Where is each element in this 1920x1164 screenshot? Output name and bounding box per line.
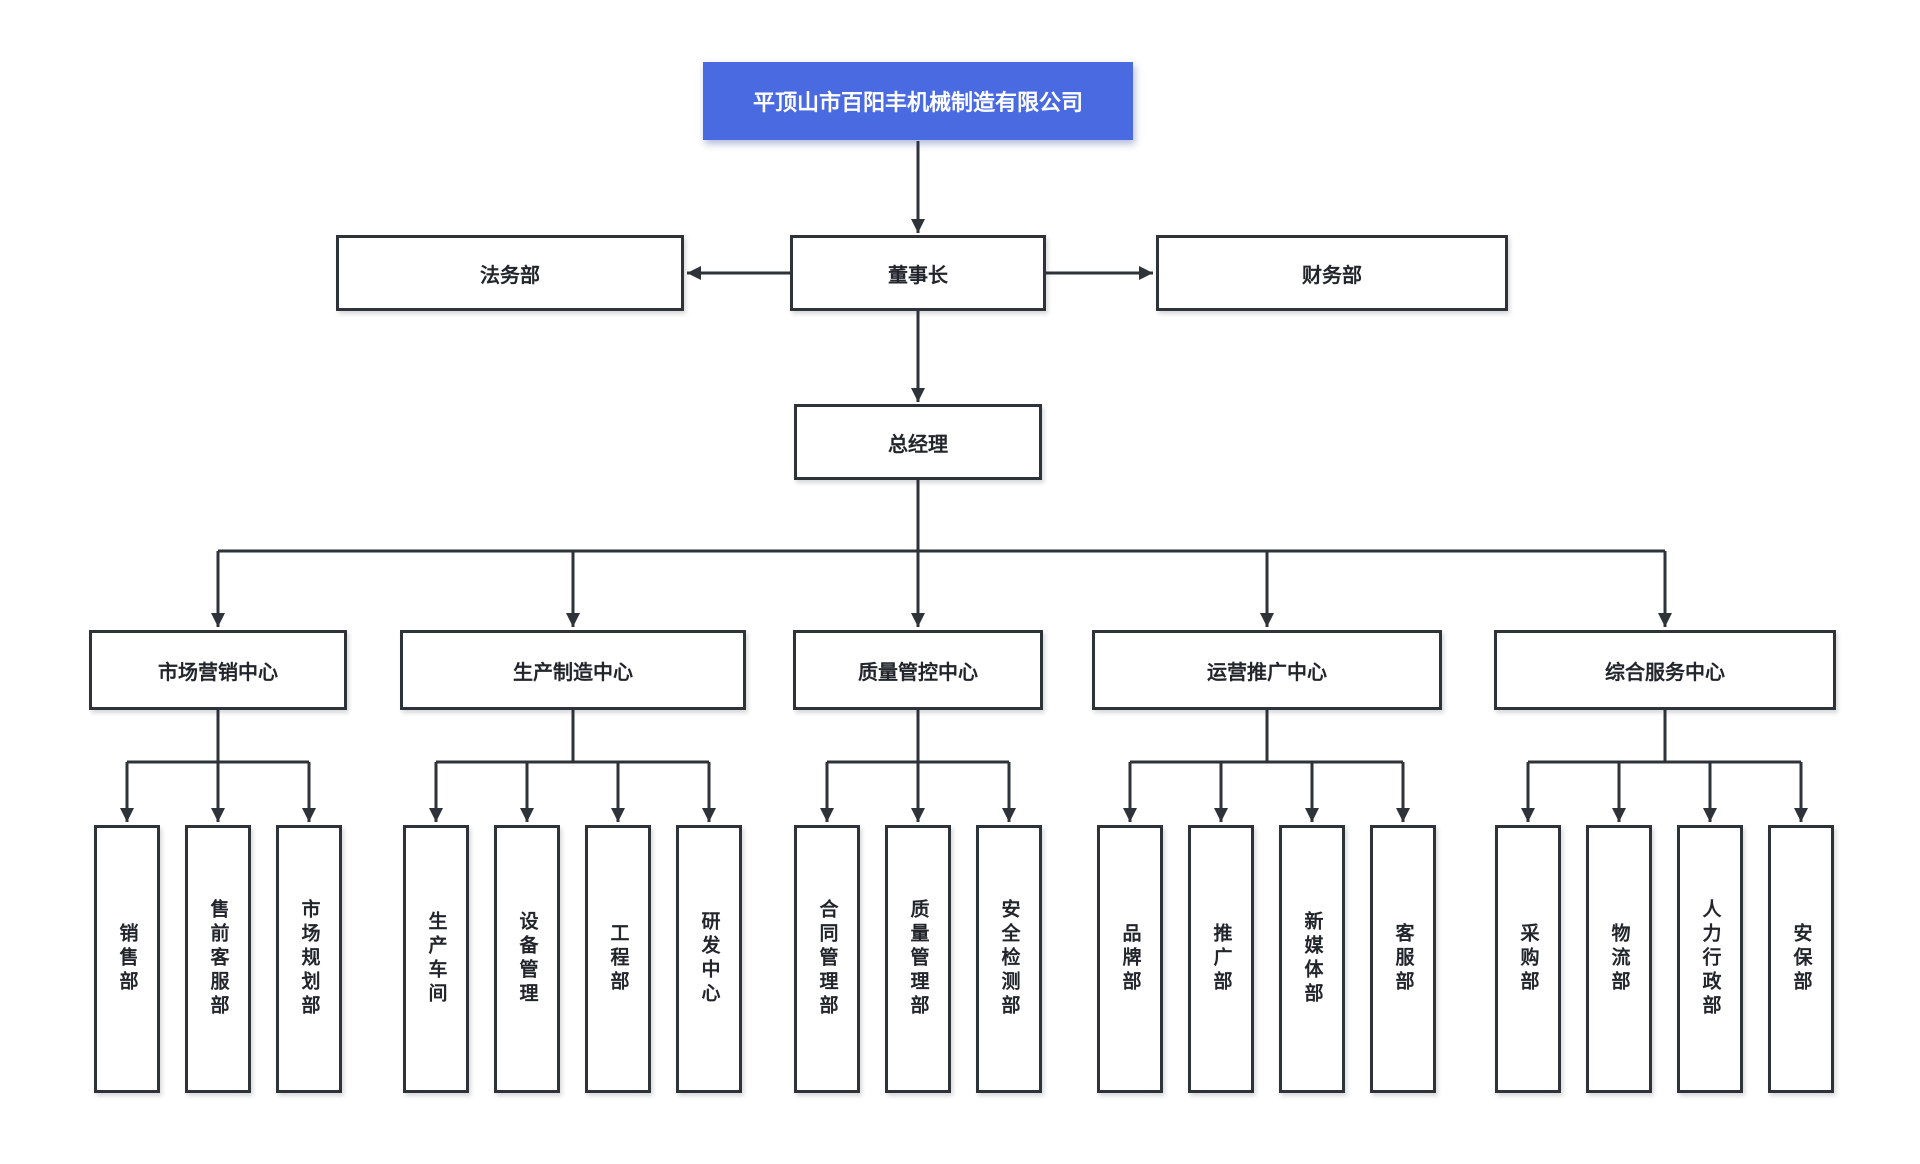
- node-dept-quality-management: 质量管理部: [885, 825, 951, 1093]
- node-dept-hr-admin: 人力行政部: [1677, 825, 1743, 1093]
- node-dept-logistics: 物流部: [1586, 825, 1652, 1093]
- node-label: 生产车间: [425, 911, 447, 1007]
- node-center-production: 生产制造中心: [400, 630, 746, 710]
- node-dept-safety-inspection: 安全检测部: [976, 825, 1042, 1093]
- node-dept-brand: 品牌部: [1097, 825, 1163, 1093]
- node-dept-engineering: 工程部: [585, 825, 651, 1093]
- node-label: 售前客服部: [207, 899, 229, 1019]
- node-dept-security: 安保部: [1768, 825, 1834, 1093]
- node-dept-procurement: 采购部: [1495, 825, 1561, 1093]
- node-dept-sales: 销售部: [94, 825, 160, 1093]
- connector-plain-lines: [127, 480, 1801, 764]
- node-dept-production-workshop: 生产车间: [403, 825, 469, 1093]
- node-dept-presales-service: 售前客服部: [185, 825, 251, 1093]
- node-label: 销售部: [116, 923, 138, 995]
- node-center-quality: 质量管控中心: [793, 630, 1043, 710]
- node-label: 客服部: [1392, 923, 1414, 995]
- node-label: 设备管理: [516, 911, 538, 1007]
- node-dept-contract-management: 合同管理部: [794, 825, 860, 1093]
- node-label: 推广部: [1210, 923, 1232, 995]
- node-company: 平顶山市百阳丰机械制造有限公司: [703, 62, 1133, 140]
- node-dept-new-media: 新媒体部: [1279, 825, 1345, 1093]
- node-label: 安全检测部: [998, 899, 1020, 1019]
- node-dept-equipment-management: 设备管理: [494, 825, 560, 1093]
- node-finance-dept: 财务部: [1156, 235, 1508, 311]
- node-center-services: 综合服务中心: [1494, 630, 1836, 710]
- node-label: 品牌部: [1119, 923, 1141, 995]
- node-general-manager: 总经理: [794, 404, 1042, 480]
- node-label: 合同管理部: [816, 899, 838, 1019]
- node-label: 新媒体部: [1301, 911, 1323, 1007]
- node-dept-market-planning: 市场规划部: [276, 825, 342, 1093]
- node-label: 市场规划部: [298, 899, 320, 1019]
- node-dept-customer-service: 客服部: [1370, 825, 1436, 1093]
- node-label: 安保部: [1790, 923, 1812, 995]
- node-dept-promotion: 推广部: [1188, 825, 1254, 1093]
- node-label: 采购部: [1517, 923, 1539, 995]
- node-legal-dept: 法务部: [336, 235, 684, 311]
- node-label: 物流部: [1608, 923, 1630, 995]
- node-dept-rd-center: 研发中心: [676, 825, 742, 1093]
- node-center-operations: 运营推广中心: [1092, 630, 1442, 710]
- node-chairman: 董事长: [790, 235, 1046, 311]
- node-label: 工程部: [607, 923, 629, 995]
- node-label: 质量管理部: [907, 899, 929, 1019]
- node-label: 研发中心: [698, 911, 720, 1007]
- node-label: 人力行政部: [1699, 899, 1721, 1019]
- node-center-marketing: 市场营销中心: [89, 630, 347, 710]
